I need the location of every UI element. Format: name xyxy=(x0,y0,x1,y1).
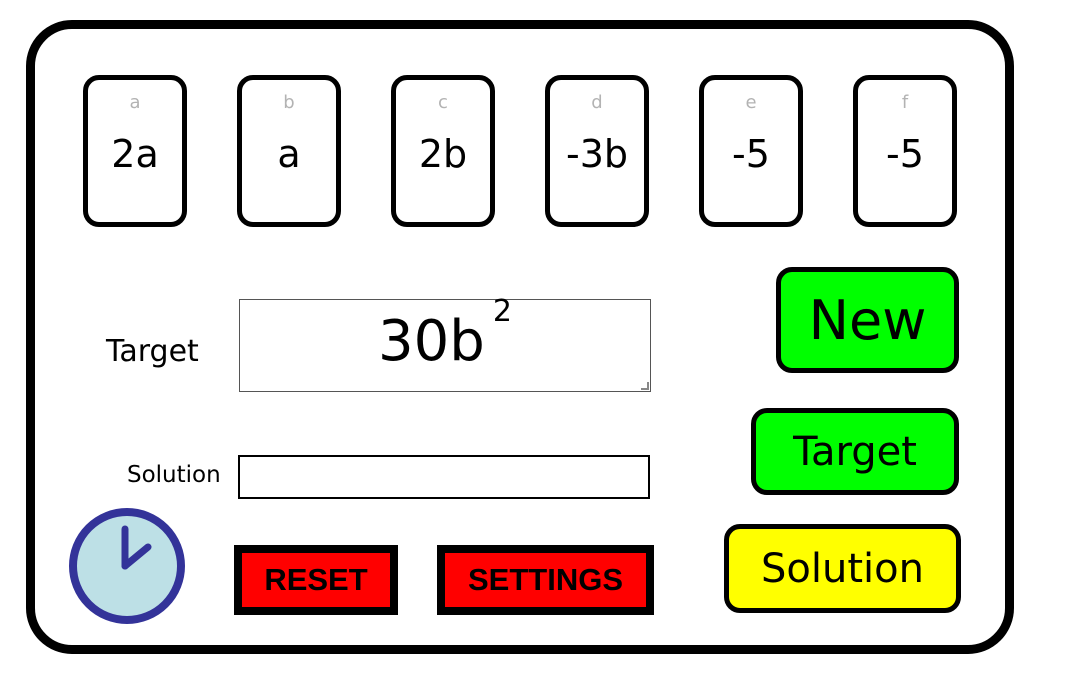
target-value: 30b xyxy=(378,309,485,374)
card-letter: a xyxy=(129,92,141,113)
show-target-button[interactable]: Target xyxy=(751,408,959,495)
settings-button[interactable]: SETTINGS xyxy=(437,545,654,615)
card-f[interactable]: f -5 xyxy=(853,75,957,227)
card-letter: e xyxy=(745,92,757,113)
card-value: 2a xyxy=(111,132,159,176)
card-value: -3b xyxy=(565,132,628,176)
card-a[interactable]: a 2a xyxy=(83,75,187,227)
solution-label: Solution xyxy=(127,462,221,488)
card-value: -5 xyxy=(886,132,924,176)
card-value: -5 xyxy=(732,132,770,176)
card-d[interactable]: d -3b xyxy=(545,75,649,227)
card-letter: f xyxy=(901,92,909,113)
target-label: Target xyxy=(106,334,199,369)
new-button[interactable]: New xyxy=(776,267,959,373)
card-letter: c xyxy=(438,92,448,113)
reset-button[interactable]: RESET xyxy=(234,545,398,615)
target-exponent: 2 xyxy=(492,294,512,329)
card-value: a xyxy=(277,132,301,176)
card-letter: d xyxy=(591,92,603,113)
card-e[interactable]: e -5 xyxy=(699,75,803,227)
card-value: 2b xyxy=(418,132,468,176)
clock-icon[interactable] xyxy=(68,507,186,625)
solution-input[interactable] xyxy=(238,455,650,499)
card-c[interactable]: c 2b xyxy=(391,75,495,227)
card-b[interactable]: b a xyxy=(237,75,341,227)
card-letter: b xyxy=(283,92,295,113)
show-solution-button[interactable]: Solution xyxy=(724,524,961,613)
resize-grip-icon[interactable] xyxy=(641,382,649,390)
